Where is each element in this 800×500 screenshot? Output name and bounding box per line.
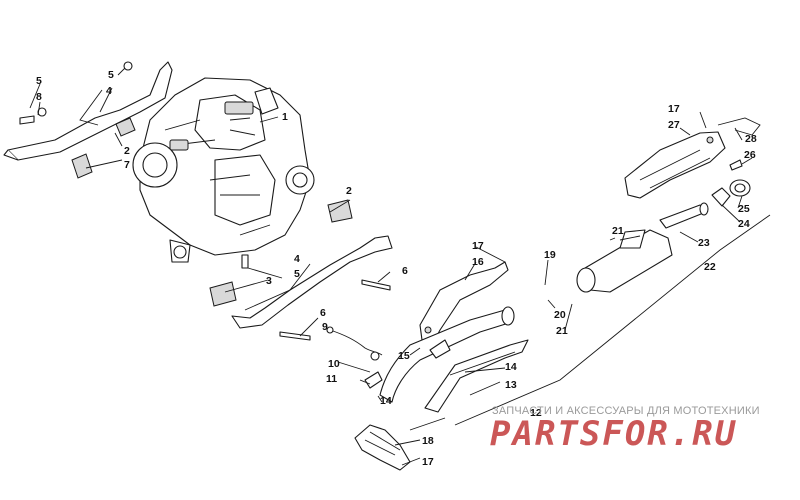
- callout-label: 17: [668, 103, 680, 115]
- callout-label: 16: [472, 256, 484, 268]
- callout-label: 24: [738, 218, 750, 230]
- callout-label: 13: [505, 379, 517, 391]
- callout-label: 9: [322, 321, 328, 333]
- exhaust-headpipe: [379, 306, 515, 403]
- callout-label: 5: [294, 268, 300, 280]
- callout-label: 12: [530, 407, 542, 419]
- callout-label: 17: [472, 240, 484, 252]
- callout-label: 21: [556, 325, 568, 337]
- callout-label: 14: [380, 395, 392, 407]
- callout-label: 6: [402, 265, 408, 277]
- callout-label: 20: [554, 309, 566, 321]
- bolt-26: [729, 159, 743, 171]
- callout-label: 4: [294, 253, 300, 265]
- callout-label: 14: [505, 361, 517, 373]
- tailpipe-assembly: [659, 179, 751, 229]
- watermark-caption: ЗАПЧАСТИ И АКСЕССУАРЫ ДЛЯ МОТОТЕХНИКИ: [492, 405, 760, 417]
- callout-label: 27: [668, 119, 680, 131]
- callout-label: 25: [738, 203, 750, 215]
- callout-label: 19: [544, 249, 556, 261]
- rear-mount-bracket: [209, 199, 393, 329]
- front-mount-bracket: [3, 61, 173, 179]
- callout-label: 5: [108, 69, 114, 81]
- callout-label: 11: [326, 373, 337, 385]
- callout-label: 2: [346, 185, 352, 197]
- engine-assembly: [132, 77, 315, 263]
- callout-label: 2: [124, 145, 130, 157]
- callout-label: 10: [328, 358, 340, 370]
- callout-label: 17: [422, 456, 434, 468]
- callout-label: 22: [704, 261, 716, 273]
- callout-label: 28: [745, 133, 757, 145]
- heat-shield-27: [624, 131, 726, 199]
- callout-label: 8: [36, 91, 42, 103]
- callout-label: 1: [282, 111, 288, 123]
- callout-label: 6: [320, 307, 326, 319]
- callout-label: 5: [36, 75, 42, 87]
- callout-label: 4: [106, 85, 112, 97]
- callout-labels: 1 2 7 4 5 8 5 2 3 4 5 6 6 9 10 11 14 12 …: [36, 69, 757, 468]
- shield-18: [354, 424, 411, 471]
- hardware-bolts: [19, 61, 391, 341]
- watermark-logo: PARTSFOR.RU: [490, 414, 738, 454]
- callout-label: 26: [744, 149, 756, 161]
- heat-shield-13: [424, 339, 529, 413]
- callout-label: 3: [266, 275, 272, 287]
- callout-label: 18: [422, 435, 434, 447]
- callout-label: 15: [398, 350, 410, 362]
- wire-28: [717, 117, 761, 136]
- muffler-22: [576, 229, 673, 293]
- leader-lines: [29, 67, 771, 466]
- callout-label: 21: [612, 225, 624, 237]
- callout-label: 7: [124, 159, 130, 171]
- callout-label: 23: [698, 237, 710, 249]
